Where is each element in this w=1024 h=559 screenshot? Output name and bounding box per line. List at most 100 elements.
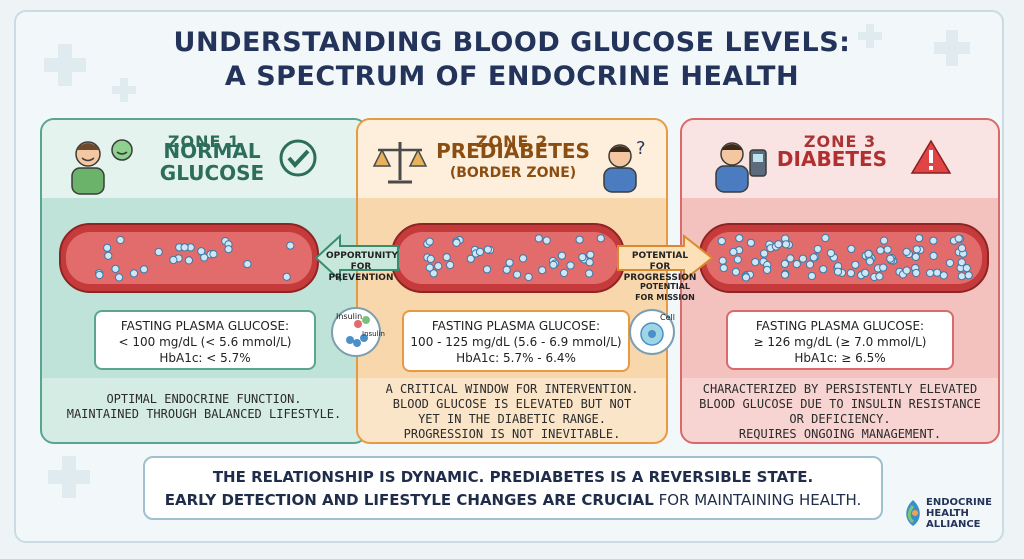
glucose-particle (446, 260, 455, 270)
vessel-diabetes (699, 223, 989, 293)
glucose-particle (534, 234, 543, 243)
glucose-particle (139, 265, 149, 274)
glucose-particle (502, 265, 511, 274)
zone-label: ZONE 1 (167, 132, 241, 151)
glucose-particle (805, 260, 815, 269)
footer-line-2: EARLY DETECTION AND LIFESTYLE CHANGES AR… (145, 489, 881, 512)
prevention-arrow (314, 233, 399, 283)
glucose-particle (876, 246, 885, 255)
glucose-particle (538, 266, 547, 275)
glucose-particle (585, 258, 594, 267)
glucose-particle (851, 260, 860, 269)
metric-line-2: 100 - 125 mg/dL (5.6 - 6.9 mmol/L) (410, 335, 622, 349)
glucose-particle (929, 236, 938, 245)
glucose-particle (880, 236, 889, 245)
zone-description: A CRITICAL WINDOW FOR INTERVENTION. BLOO… (366, 382, 658, 442)
glucose-particle (286, 241, 295, 250)
glucose-particle (821, 233, 830, 243)
progression-arrow (617, 233, 714, 283)
balance-scale-icon (372, 142, 428, 184)
glucose-particle (466, 254, 475, 263)
glucose-particle (781, 240, 791, 249)
glucose-particle (741, 273, 751, 282)
glucose-particle (945, 258, 955, 268)
glucose-particle (774, 240, 783, 249)
glucose-particle (519, 254, 528, 263)
remission-label: POTENTIAL FOR MISSION (628, 281, 702, 303)
glucose-particle (209, 250, 218, 259)
glucose-particle (964, 271, 973, 280)
metric-box: FASTING PLASMA GLUCOSE: 100 - 125 mg/dL … (402, 310, 630, 372)
glucose-particle (115, 273, 124, 282)
description-line: MAINTAINED THROUGH BALANCED LIFESTYLE. (66, 407, 342, 421)
glucose-particle (846, 269, 856, 278)
glucose-particle (718, 256, 727, 265)
metric-line-3: HbA1c: ≥ 6.5% (794, 351, 886, 365)
glucose-particle (180, 243, 189, 252)
glucose-particle (879, 263, 888, 272)
insulin-icon (331, 307, 381, 357)
glucose-particle (939, 271, 948, 280)
metric-line-3: HbA1c: < 5.7% (159, 351, 251, 365)
glucose-particle (957, 272, 966, 281)
glucose-particle (585, 269, 594, 278)
metric-line-3: HbA1c: 5.7% - 6.4% (456, 351, 576, 365)
insulin-label-2: Insulin (362, 330, 385, 338)
glucose-particle (505, 258, 514, 267)
metric-line-2: < 100 mg/dL (< 5.6 mmol/L) (118, 335, 292, 349)
glucose-particle (452, 238, 461, 247)
metric-box: FASTING PLASMA GLUCOSE: < 100 mg/dL (< 5… (94, 310, 316, 370)
happy-person-icon (71, 139, 133, 195)
zone-description: OPTIMAL ENDOCRINE FUNCTION. MAINTAINED T… (50, 392, 358, 422)
remission-label-line: POTENTIAL (639, 282, 690, 291)
zone-name: NORMAL GLUCOSE (132, 140, 292, 184)
page-title: UNDERSTANDING BLOOD GLUCOSE LEVELS: A SP… (0, 26, 1024, 94)
glucose-particle (111, 264, 120, 273)
glucose-particle (169, 255, 178, 265)
glucose-particle (957, 244, 967, 253)
glucose-particle (184, 256, 193, 265)
glucose-particle (865, 257, 875, 266)
glucose-particle (482, 265, 492, 274)
progression-label-line: POTENTIAL (631, 251, 689, 261)
zone-name-line-2: GLUCOSE (159, 161, 265, 185)
vessel-prediabetes (391, 223, 625, 293)
glucose-particle (542, 236, 551, 245)
check-circle-icon (279, 139, 317, 177)
glucose-particle (442, 253, 451, 262)
glucose-particle (819, 265, 828, 274)
glucose-particle (243, 260, 252, 269)
glucose-particle (751, 258, 760, 267)
glucose-particle (103, 243, 112, 252)
glucose-meter-person-icon (715, 142, 767, 193)
glucose-particle (780, 259, 790, 268)
insulin-label: Insulin (336, 312, 363, 321)
glucose-particle (912, 245, 921, 254)
prevention-label: OPPORTUNITY FOR PREVENTION (326, 251, 398, 284)
metric-line-1: FASTING PLASMA GLUCOSE: (755, 319, 925, 333)
glucose-particle (933, 268, 942, 277)
glucose-particle (549, 260, 558, 269)
glucose-particle (875, 272, 884, 281)
glucose-particle (596, 234, 605, 243)
glucose-particle (780, 270, 790, 279)
glucose-particle (475, 247, 485, 256)
glucose-particle (95, 270, 104, 280)
glucose-particle (847, 244, 856, 253)
glucose-particle (425, 263, 434, 272)
glucose-particle (282, 272, 291, 281)
glucose-particle (729, 247, 738, 256)
glucose-particle (524, 272, 533, 282)
description-line: REQUIRES ONGOING MANAGEMENT. (738, 427, 942, 441)
glucose-particle (763, 265, 772, 274)
metric-line-1: FASTING PLASMA GLUCOSE: (120, 319, 290, 333)
glucose-particle (586, 250, 595, 259)
glucose-particle (731, 267, 741, 276)
prevention-label-line: FOR PREVENTION (328, 262, 394, 283)
glucose-particle (912, 268, 921, 278)
zone-name-line-1: PREDIABETES (436, 139, 590, 163)
glucose-particle (129, 269, 139, 278)
zone-name: PREDIABETES (BORDER ZONE) (418, 140, 608, 184)
glucose-particle (717, 237, 726, 246)
